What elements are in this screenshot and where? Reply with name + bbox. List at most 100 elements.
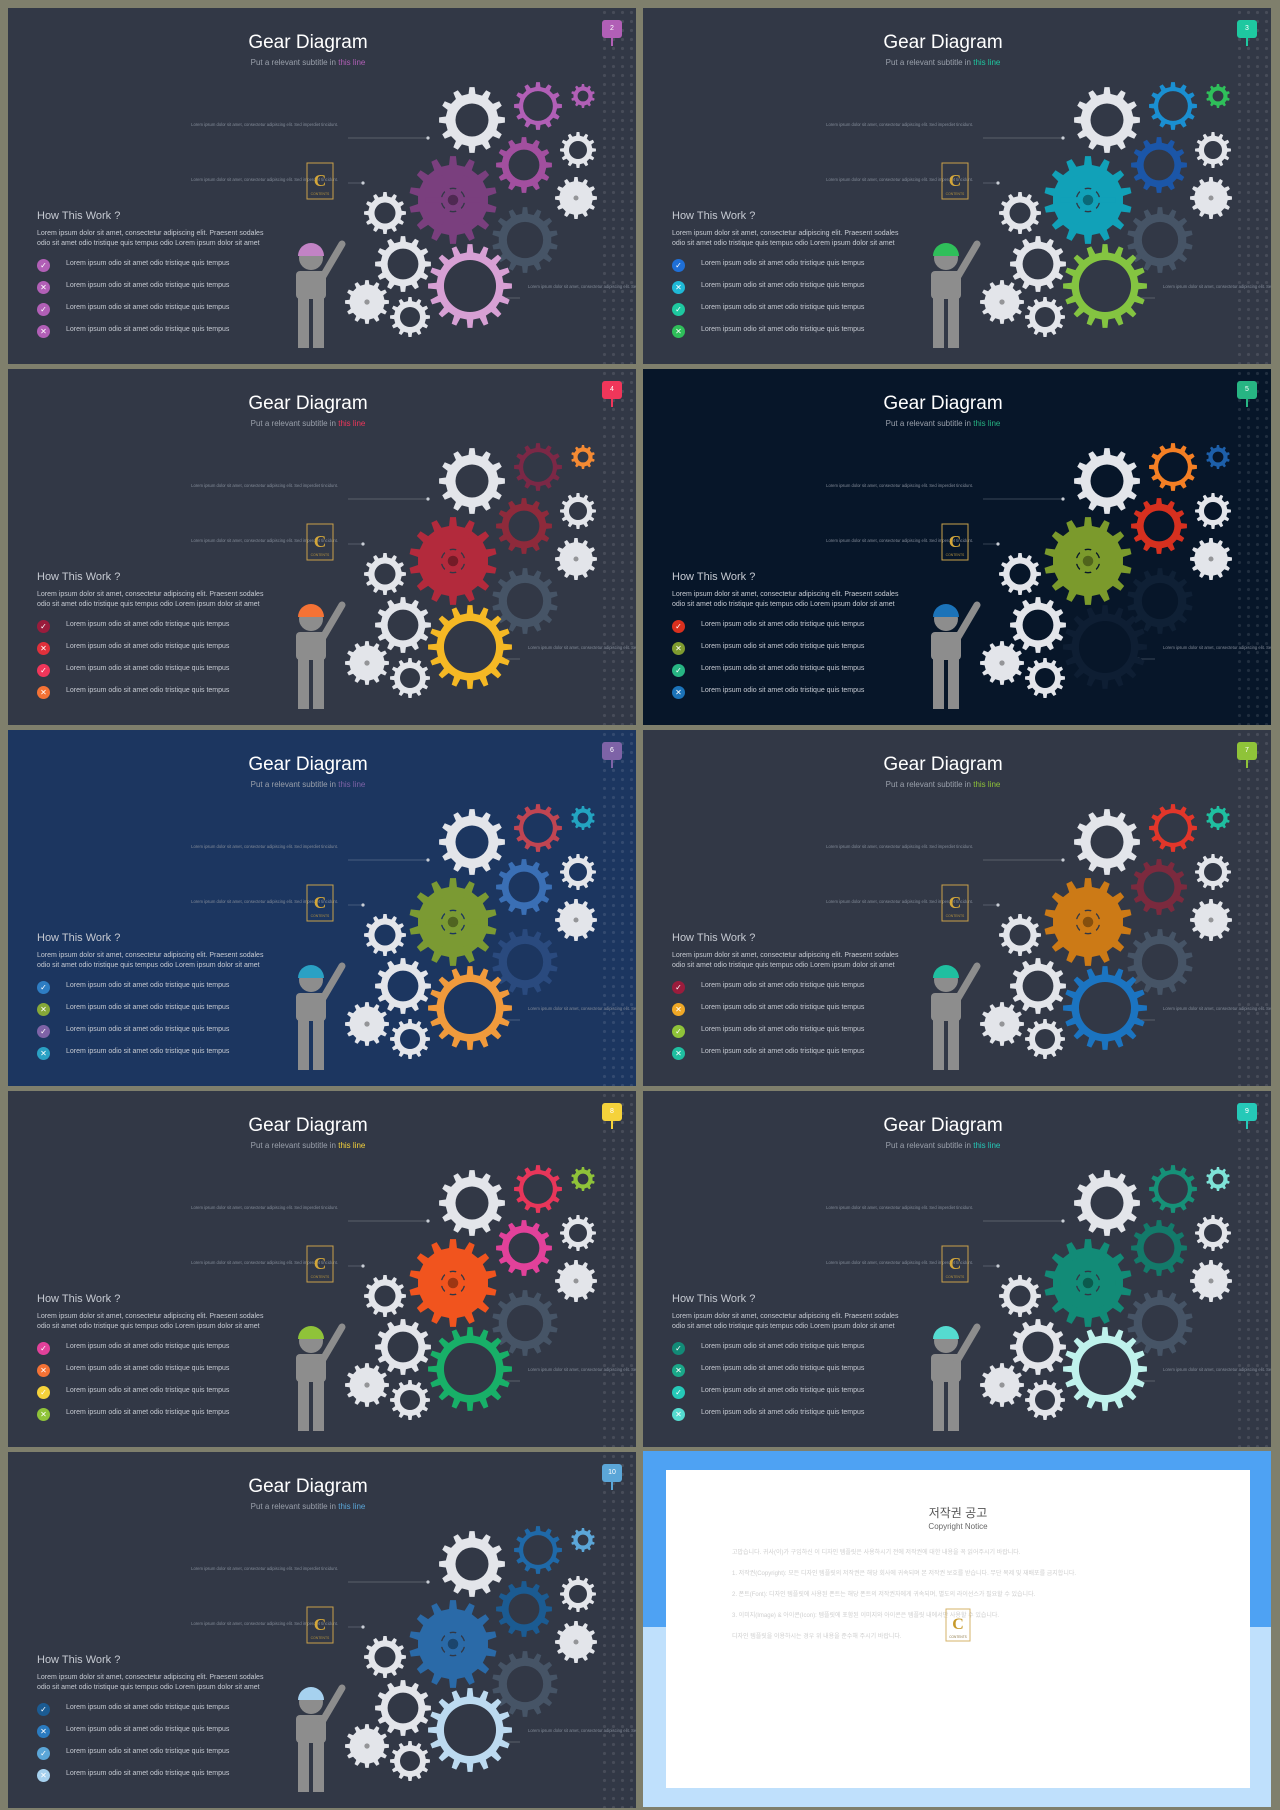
subtitle-highlight: this line xyxy=(338,780,366,789)
gear-accent-top xyxy=(514,1165,562,1213)
section-paragraph: Lorem ipsum dolor sit amet, consectetur … xyxy=(672,952,899,969)
gear-white-spoked xyxy=(555,1260,597,1302)
callout-text: Lorem ipsum dolor sit amet, consectetur … xyxy=(528,1006,636,1011)
slide-9[interactable]: 9 Gear Diagram Put a relevant subtitle i… xyxy=(643,1091,1271,1447)
list-item-text: Lorem ipsum odio sit amet odio tristique… xyxy=(66,665,230,672)
logo-text: CONTENTS xyxy=(946,192,965,196)
slide-2[interactable]: 2 Gear Diagram Put a relevant subtitle i… xyxy=(8,8,636,364)
badge-pin-icon xyxy=(611,1121,613,1129)
gear-white-right xyxy=(1195,132,1231,168)
dot-pattern xyxy=(600,1091,636,1447)
gear-white-top xyxy=(439,1170,505,1236)
copyright-title-ko: 저작권 공고 xyxy=(928,1506,988,1520)
gear-white-spoked-bottom xyxy=(345,1002,389,1046)
gear-small-top xyxy=(571,445,595,469)
svg-text:C: C xyxy=(949,893,961,912)
list-item: ✓Lorem ipsum odio sit amet odio tristiqu… xyxy=(672,979,912,1001)
gear-white-spoked xyxy=(555,1621,597,1663)
list-item-text: Lorem ipsum odio sit amet odio tristique… xyxy=(701,1004,865,1011)
worker-figure xyxy=(931,240,981,348)
x-icon: ✕ xyxy=(37,686,50,699)
gear-shadow xyxy=(492,1651,558,1717)
gear-accent-top xyxy=(1149,82,1197,130)
subtitle-highlight: this line xyxy=(338,419,366,428)
subtitle-text: Put a relevant subtitle in xyxy=(250,58,339,67)
gear-white-right xyxy=(1195,1215,1231,1251)
callout-text: Lorem ipsum dolor sit amet, consectetur … xyxy=(191,122,338,127)
callout-text: Lorem ipsum dolor sit amet, consectetur … xyxy=(191,1566,338,1571)
slide-title: Gear Diagram xyxy=(248,754,368,775)
callout-text: Lorem ipsum dolor sit amet, consectetur … xyxy=(826,122,973,127)
bullet-list: ✓Lorem ipsum odio sit amet odio tristiqu… xyxy=(37,979,277,1067)
list-item-text: Lorem ipsum odio sit amet odio tristique… xyxy=(66,1704,230,1711)
helmet-icon xyxy=(298,1687,324,1700)
slide-3[interactable]: 3 Gear Diagram Put a relevant subtitle i… xyxy=(643,8,1271,364)
slide-title: Gear Diagram xyxy=(248,1476,368,1497)
gear-white-bottom xyxy=(390,1741,430,1781)
page-number-badge: 10 xyxy=(602,1464,622,1482)
gear-shadow xyxy=(1127,207,1193,273)
copyright-slide[interactable]: 저작권 공고 Copyright Notice 고맙습니다. 귀사(이)가 구입… xyxy=(643,1451,1271,1807)
svg-text:C: C xyxy=(314,532,326,551)
gear-illustration: Lorem ipsum dolor sit amet, consectetur … xyxy=(826,804,1271,1070)
bullet-list: ✓ Lorem ipsum odio sit amet odio tristiqu… xyxy=(672,1340,912,1428)
list-item-text: Lorem ipsum odio sit amet odio tristique… xyxy=(66,1770,230,1777)
callout-text: Lorem ipsum dolor sit amet, consectetur … xyxy=(1163,1367,1271,1372)
list-item: ✕Lorem ipsum odio sit amet odio tristiqu… xyxy=(672,1406,912,1428)
gear-white-right xyxy=(560,1215,596,1251)
gear-center-large xyxy=(1044,156,1132,244)
gear-white-top xyxy=(439,1531,505,1597)
gear-white-bottom xyxy=(390,1380,430,1420)
bullet-list: ✓Lorem ipsum odio sit amet odio tristiqu… xyxy=(37,257,277,345)
check-icon: ✓ xyxy=(672,259,685,272)
list-item-text: Lorem ipsum odio sit amet odio tristique… xyxy=(701,1026,865,1033)
list-item-text: Lorem ipsum odio sit amet odio tristique… xyxy=(701,1343,865,1350)
gear-accent-top xyxy=(1149,1165,1197,1213)
list-item: ✕Lorem ipsum odio sit amet odio tristiqu… xyxy=(37,1045,277,1067)
list-item-text: Lorem ipsum odio sit amet odio tristique… xyxy=(66,282,230,289)
gear-white-lower xyxy=(1010,597,1066,653)
section-paragraph: Lorem ipsum dolor sit amet, consectetur … xyxy=(37,1674,264,1691)
helmet-icon xyxy=(298,243,324,256)
list-item-text: Lorem ipsum odio sit amet odio tristique… xyxy=(701,304,865,311)
gear-white-left xyxy=(999,192,1041,234)
slide-6[interactable]: 6 Gear Diagram Put a relevant subtitle i… xyxy=(8,730,636,1086)
helmet-icon xyxy=(298,965,324,978)
gear-white-lower xyxy=(375,597,431,653)
gear-shadow xyxy=(1127,1290,1193,1356)
callout-text: Lorem ipsum dolor sit amet, consectetur … xyxy=(528,1728,636,1733)
check-icon: ✓ xyxy=(672,1386,685,1399)
slide-4[interactable]: 4 Gear Diagram Put a relevant subtitle i… xyxy=(8,369,636,725)
list-item: ✕Lorem ipsum odio sit amet odio tristiqu… xyxy=(672,1001,912,1023)
section-paragraph: Lorem ipsum dolor sit amet, consectetur … xyxy=(37,591,264,608)
callout-text: Lorem ipsum dolor sit amet, consectetur … xyxy=(191,483,338,488)
list-item-text: Lorem ipsum odio sit amet odio tristique… xyxy=(66,1026,230,1033)
x-icon: ✕ xyxy=(37,325,50,338)
slide-subtitle: Put a relevant subtitle in this line xyxy=(8,58,608,67)
gear-illustration: Lorem ipsum dolor sit amet, consectetur … xyxy=(191,804,636,1070)
svg-text:C: C xyxy=(314,1615,326,1634)
list-item-text: Lorem ipsum odio sit amet odio tristique… xyxy=(66,260,230,267)
list-item: ✕Lorem ipsum odio sit amet odio tristiqu… xyxy=(37,684,277,706)
gear-white-bottom xyxy=(1025,1380,1065,1420)
callout-text: Lorem ipsum dolor sit amet, consectetur … xyxy=(1163,1006,1271,1011)
gear-illustration: Lorem ipsum dolor sit amet, consectetur … xyxy=(826,82,1271,348)
x-icon: ✕ xyxy=(37,642,50,655)
badge-pin-icon xyxy=(1246,1121,1248,1129)
slide-8[interactable]: 8 Gear Diagram Put a relevant subtitle i… xyxy=(8,1091,636,1447)
callout-text: Lorem ipsum dolor sit amet, consectetur … xyxy=(528,284,636,289)
x-icon: ✕ xyxy=(37,1725,50,1738)
gear-white-lower xyxy=(1010,1319,1066,1375)
worker-figure xyxy=(931,1323,981,1431)
x-icon: ✕ xyxy=(37,1769,50,1782)
slide-10[interactable]: 10 Gear Diagram Put a relevant subtitle … xyxy=(8,1452,636,1808)
slide-5[interactable]: 5 Gear Diagram Put a relevant subtitle i… xyxy=(643,369,1271,725)
slide-7[interactable]: 7 Gear Diagram Put a relevant subtitle i… xyxy=(643,730,1271,1086)
list-item: ✕Lorem ipsum odio sit amet odio tristiqu… xyxy=(672,640,912,662)
bullet-list: ✓Lorem ipsum odio sit amet odio tristiqu… xyxy=(37,1701,277,1789)
page-number-badge: 8 xyxy=(602,1103,622,1121)
check-icon: ✓ xyxy=(37,620,50,633)
gear-white-top xyxy=(1074,448,1140,514)
list-item-text: Lorem ipsum odio sit amet odio tristique… xyxy=(66,1726,230,1733)
logo-text: CONTENTS xyxy=(311,914,330,918)
